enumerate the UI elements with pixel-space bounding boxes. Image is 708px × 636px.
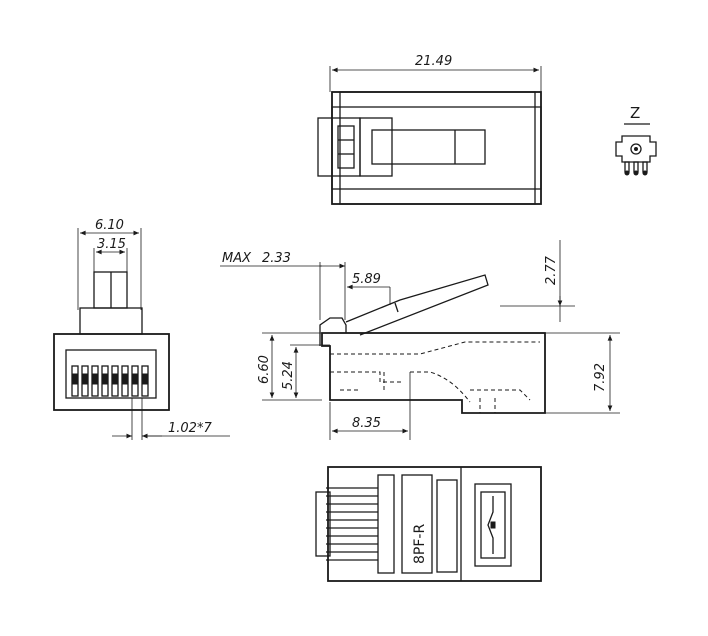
dim-overall-length: 21.49 xyxy=(415,54,452,69)
dim-contact-depth: 8.35 xyxy=(352,416,381,431)
part-marking: 8PF-R xyxy=(412,524,428,564)
top-view: 21.49 xyxy=(317,54,542,205)
dim-pin-pitch: 1.02*7 xyxy=(168,421,212,436)
dim-max-latch: 2.33 xyxy=(262,251,291,266)
dim-latch-height: 2.77 xyxy=(544,255,559,285)
view-label-z: Z xyxy=(630,104,640,122)
dim-contact-height: 5.24 xyxy=(281,361,296,390)
dim-max-label: MAX xyxy=(222,251,252,266)
bottom-contacts xyxy=(326,487,378,561)
side-view: MAX 2.33 5.89 2.77 6.60 5.24 7.92 xyxy=(220,240,620,440)
contact-pins xyxy=(71,365,149,397)
dim-body-height: 6.60 xyxy=(257,355,272,384)
dim-total-height: 7.92 xyxy=(593,363,608,392)
front-view: 6.10 3.15 xyxy=(53,218,230,440)
dim-front-width: 6.10 xyxy=(95,218,124,233)
z-view: Z xyxy=(615,104,657,176)
dim-latch-width: 3.15 xyxy=(97,237,126,252)
bottom-view: 8PF-R xyxy=(315,466,542,582)
dim-latch-offset: 5.89 xyxy=(352,272,381,287)
